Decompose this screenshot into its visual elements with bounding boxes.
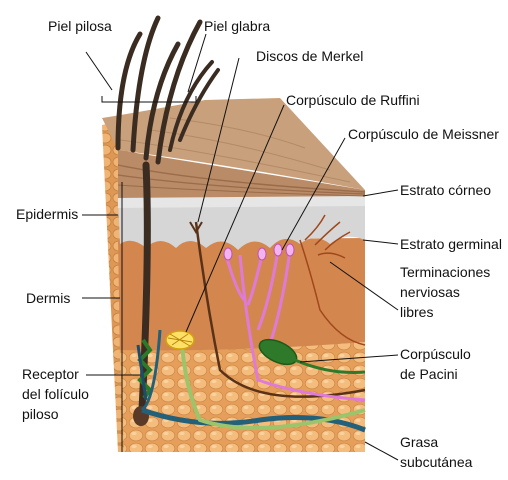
label-pacini-line2: de Pacini — [400, 366, 458, 383]
label-terminaciones-line1: Terminaciones — [400, 264, 490, 281]
label-pacini-line1: Corpúsculo — [400, 346, 471, 363]
label-receptor-line2: del folículo — [22, 386, 89, 403]
ruffini-corpuscle — [166, 331, 194, 349]
label-estrato-germinal: Estrato germinal — [400, 236, 502, 253]
label-receptor-line1: Receptor — [22, 366, 79, 383]
label-grasa-line2: subcutánea — [400, 454, 472, 471]
label-terminaciones-line2: nerviosas — [400, 284, 460, 301]
label-terminaciones-line3: libres — [400, 304, 433, 321]
label-discos-merkel: Discos de Merkel — [256, 48, 363, 65]
label-estrato-corneo: Estrato córneo — [400, 182, 491, 199]
label-corpusculo-ruffini: Corpúsculo de Ruffini — [286, 92, 420, 109]
label-dermis: Dermis — [26, 290, 70, 307]
label-piel-pilosa: Piel pilosa — [48, 18, 112, 35]
label-piel-glabra: Piel glabra — [204, 18, 270, 35]
label-corpusculo-meissner: Corpúsculo de Meissner — [348, 126, 499, 143]
label-grasa-line1: Grasa — [400, 434, 438, 451]
label-epidermis: Epidermis — [16, 206, 78, 223]
label-receptor-line3: piloso — [22, 406, 59, 423]
